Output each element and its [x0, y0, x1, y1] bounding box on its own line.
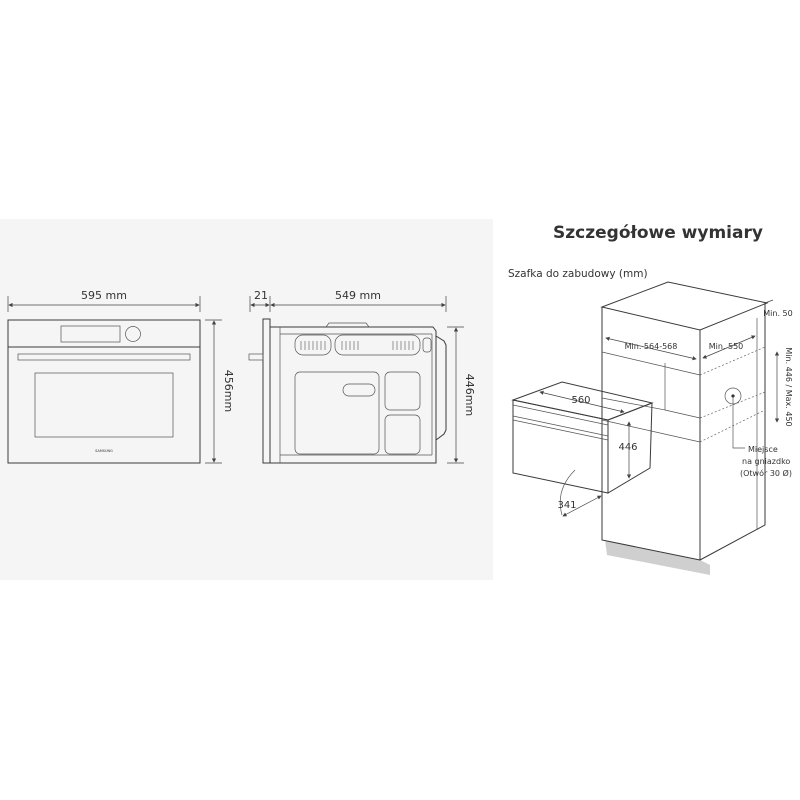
oven-front-view: 595 mm SAMSUNG 456mm [7, 289, 235, 464]
socket-label-3: (Otwór 30 Ø) [740, 468, 792, 478]
door-handle [17, 353, 191, 361]
oven-height-label: 446 [618, 442, 637, 453]
display-panel [60, 325, 121, 343]
socket-marker [731, 394, 735, 398]
side-height-label: 446mm [463, 374, 476, 416]
rear-bracket [435, 335, 447, 441]
door-swing-label: 341 [557, 500, 576, 511]
cabinet-plinth [605, 540, 710, 575]
front-height-label: 456mm [222, 370, 235, 412]
front-width-label: 595 mm [81, 289, 127, 302]
left-panel-background [0, 219, 493, 580]
top-gap-label: Min. 50 [763, 309, 792, 318]
brand-logo: SAMSUNG [95, 449, 113, 453]
section-title: Szczegółowe wymiary [553, 223, 763, 243]
niche-height-label: Min. 446 / Max. 450 [784, 347, 793, 426]
oven-front-outline [7, 319, 201, 464]
door-window [34, 372, 174, 438]
socket-label-1: Miejsce [748, 445, 778, 454]
section-subtitle: Szafka do zabudowy (mm) [508, 268, 648, 280]
oven-side-view: 21 549 mm 446mm [248, 289, 476, 464]
niche-width-label: Min. 564-568 [625, 342, 678, 351]
control-knob [125, 326, 141, 342]
oven-width-label: 560 [571, 395, 590, 406]
niche-depth-label: Min. 550 [709, 342, 744, 351]
door-depth-label: 21 [254, 289, 268, 302]
cabinet-installation-drawing: Min. 564-568 Min. 550 Min. 50 Min. 446 /… [600, 281, 793, 575]
body-depth-label: 549 mm [335, 289, 381, 302]
socket-label-2: na gniazdko [742, 457, 790, 466]
side-knob [248, 353, 264, 361]
oven-isometric: 560 446 341 [511, 381, 654, 517]
